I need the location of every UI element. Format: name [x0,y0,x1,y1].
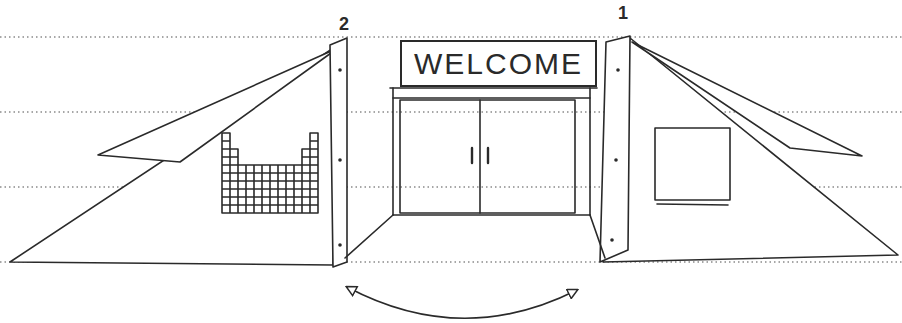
door-jamb [589,88,591,215]
left-flap [98,48,338,162]
welcome-sign: WELCOME [400,40,597,87]
callout-number: 2 [339,14,349,35]
screw [614,158,618,162]
hinge-post [330,38,347,267]
door-header [390,87,597,89]
screen-base [657,204,728,205]
swing-arrow [347,287,577,318]
right-wing [603,38,898,262]
door-jamb [392,88,394,215]
paper-line [0,36,902,37]
post-screws [338,68,620,247]
door-header [393,97,590,99]
screw [610,238,614,242]
floor-line [345,215,393,258]
sign-text: WELCOME [414,47,583,81]
callout-number: 1 [618,3,628,24]
screw [616,68,620,72]
door-handle [487,148,489,163]
left-wing [10,45,338,265]
screw [338,68,342,72]
double-door [400,100,575,213]
screw [338,243,342,247]
door-split [479,100,481,213]
screw [338,158,342,162]
floor-line [393,214,590,216]
hinge-post [600,36,630,262]
element-grid [222,133,318,213]
screen-panel [655,128,730,200]
floor-line [590,215,605,258]
door-handle [471,148,473,163]
